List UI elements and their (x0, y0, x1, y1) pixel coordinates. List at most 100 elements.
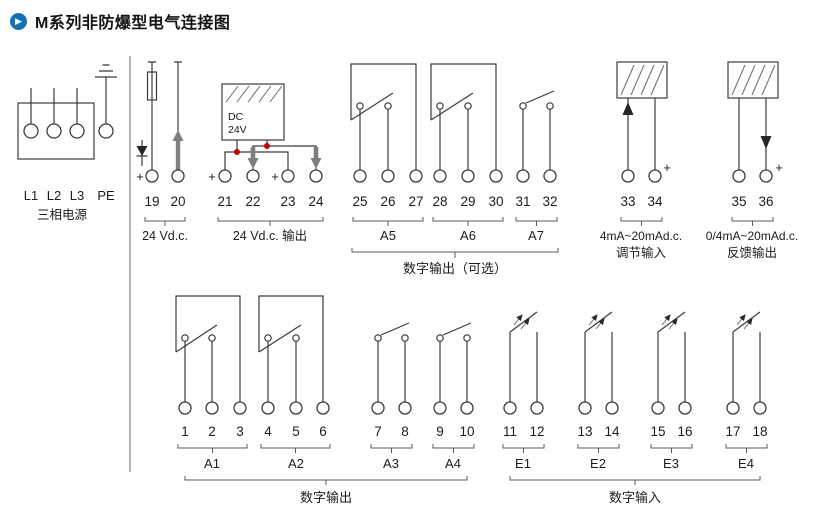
relay-a6: 28 29 30 A6 (430, 63, 504, 243)
dc-box-label-line2: 24V (228, 124, 247, 136)
switch-lever (350, 92, 394, 121)
phase-label-pe: PE (97, 188, 115, 203)
digital-output-optional-bracket: 数字输出（可选） (351, 248, 559, 276)
label-regulating-input: 调节输入 (616, 245, 667, 260)
phase-label-l3: L3 (70, 188, 84, 203)
terminal-number-25: 25 (352, 194, 367, 209)
switch-lever (175, 324, 218, 353)
junction-dot (234, 149, 240, 155)
relay-a4: 9 10 A4 (432, 322, 475, 471)
label-feedback-output: 反馈输出 (727, 245, 777, 260)
terminal-number-15: 15 (650, 424, 665, 439)
dc-supply-output-group: DC 24V + + 21 22 23 24 24 Vd.c. 输出 (208, 83, 324, 243)
group-label-e3: E3 (663, 456, 679, 471)
terminal-number-11: 11 (503, 424, 517, 439)
dc-box-label-line1: DC (228, 111, 244, 123)
terminal-number-22: 22 (245, 194, 260, 209)
relay-a2: 4 5 6 A2 (258, 295, 331, 471)
group-label-a7: A7 (528, 228, 544, 243)
regulating-input-group: + 33 34 4mA~20mAd.c. 调节输入 (600, 61, 682, 260)
terminal-number-26: 26 (380, 194, 395, 209)
switch-lever (442, 322, 472, 336)
transmitter-box (727, 61, 779, 99)
terminal-number-32: 32 (542, 194, 557, 209)
relay-a7: 31 32 A7 (515, 90, 558, 243)
light-arrow (513, 314, 523, 326)
relay-a3: 7 8 A3 (370, 322, 413, 471)
terminal-number-17: 17 (725, 424, 740, 439)
light-arrow (661, 314, 671, 326)
label-digital-output: 数字输出 (300, 490, 352, 505)
label-regulating-range: 4mA~20mAd.c. (600, 229, 682, 243)
group-label-e2: E2 (590, 456, 606, 471)
page-header: ▶ M系列非防爆型电气连接图 (10, 9, 230, 33)
terminal-number-19: 19 (144, 194, 159, 209)
opto-input-e1: 11 12 E1 (502, 311, 545, 471)
digital-output-bracket: 数字输出 (184, 476, 468, 505)
terminal-number-5: 5 (292, 424, 300, 439)
terminal-number-20: 20 (170, 194, 185, 209)
switch-lever (525, 90, 555, 104)
terminal-number-8: 8 (401, 424, 409, 439)
terminal-number-30: 30 (488, 194, 503, 209)
terminal-number-35: 35 (731, 194, 746, 209)
opto-input-e2: 13 14 E2 (577, 311, 620, 471)
terminal-number-6: 6 (319, 424, 327, 439)
terminal-number-24: 24 (308, 194, 324, 209)
feedback-output-group: + 35 36 0/4mA~20mAd.c. 反馈输出 (706, 61, 798, 260)
plus-sign-34: + (663, 160, 671, 175)
terminal-number-36: 36 (758, 194, 773, 209)
terminal-number-2: 2 (208, 424, 216, 439)
group-label-a1: A1 (204, 456, 220, 471)
dc-supply-input-group: + 19 20 24 Vd.c. (136, 61, 188, 243)
terminal-number-29: 29 (460, 194, 475, 209)
switch-lever (430, 92, 474, 121)
terminal-number-3: 3 (236, 424, 244, 439)
diode-icon (136, 140, 148, 166)
plus-sign-36: + (775, 160, 783, 175)
phase-label-l1: L1 (24, 188, 38, 203)
light-arrow (743, 318, 753, 330)
signal-down-arrow (760, 136, 772, 149)
opto-input-e3: 15 16 E3 (650, 311, 693, 471)
current-down-arrow (310, 147, 322, 169)
earth-ground-icon (95, 64, 117, 78)
power-caption: 三相电源 (37, 208, 88, 222)
label-feedback-range: 0/4mA~20mAd.c. (706, 229, 798, 243)
terminal-number-9: 9 (436, 424, 444, 439)
current-up-arrow (172, 130, 184, 171)
light-arrow (736, 314, 746, 326)
light-arrow (595, 318, 605, 330)
terminal-number-1: 1 (181, 424, 189, 439)
terminal-number-34: 34 (647, 194, 663, 209)
relay-a1: 1 2 3 A1 (175, 295, 248, 471)
terminal-number-27: 27 (408, 194, 423, 209)
label-24vdc-output: 24 Vd.c. 输出 (233, 228, 307, 243)
label-digital-input: 数字输入 (609, 490, 661, 505)
terminal-number-4: 4 (264, 424, 272, 439)
terminal-number-21: 21 (217, 194, 232, 209)
plus-sign-19: + (136, 169, 144, 184)
transmitter-box (616, 61, 668, 99)
group-label-e4: E4 (738, 456, 754, 471)
group-label-a5: A5 (380, 228, 396, 243)
junction-dot (264, 143, 270, 149)
terminal-number-7: 7 (374, 424, 382, 439)
title-bullet-icon: ▶ (10, 12, 27, 30)
terminal-number-33: 33 (620, 194, 635, 209)
label-24vdc: 24 Vd.c. (142, 229, 188, 243)
plus-sign-23: + (271, 169, 279, 184)
terminal-number-14: 14 (604, 424, 620, 439)
terminal-number-23: 23 (280, 194, 295, 209)
group-label-e1: E1 (515, 456, 531, 471)
group-label-a6: A6 (460, 228, 476, 243)
relay-a5: 25 26 27 A5 (350, 63, 424, 243)
signal-up-arrow (622, 102, 634, 115)
terminal-number-28: 28 (432, 194, 447, 209)
light-arrow (588, 314, 598, 326)
switch-lever (258, 324, 302, 353)
phase-label-l2: L2 (47, 188, 61, 203)
fuse-icon (146, 71, 158, 101)
terminal-number-13: 13 (577, 424, 592, 439)
